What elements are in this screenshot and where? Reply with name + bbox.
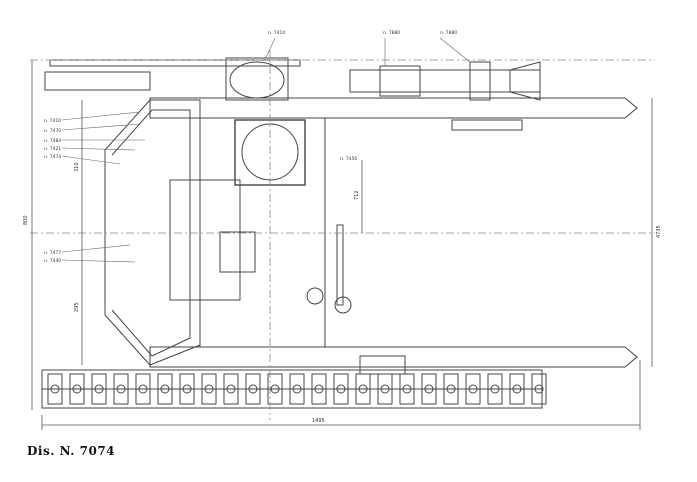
wheel-box-1 [359, 355, 406, 375]
track-pin [490, 384, 500, 394]
track-pad [267, 373, 283, 405]
track-pin [50, 384, 60, 394]
track-pad [47, 373, 63, 405]
track-pad [509, 373, 525, 405]
panel-mid [169, 179, 241, 301]
track-pin [292, 384, 302, 394]
wheel-small [306, 287, 324, 305]
callout-left-1: n. 7410 [44, 118, 61, 124]
dim-lower-offset: 295 [74, 302, 80, 312]
callout-left-2: n. 7470 [44, 128, 61, 134]
shaft-rod [336, 224, 344, 306]
track-pad [135, 373, 151, 405]
track-pad [157, 373, 173, 405]
bracket [451, 119, 523, 131]
track-pin [534, 384, 544, 394]
track-pin [204, 384, 214, 394]
dim-right-height: 4735 [656, 225, 662, 238]
track-pad [421, 373, 437, 405]
track-pin [402, 384, 412, 394]
track-pin [424, 384, 434, 394]
hull-inner [111, 109, 191, 357]
track-pad [487, 373, 503, 405]
track-pad [201, 373, 217, 405]
boom-upper [149, 97, 638, 119]
dim-overall-height: 800 [23, 215, 29, 225]
callout-left-4: n. 7421 [44, 146, 61, 152]
track-pin [248, 384, 258, 394]
track-pin [138, 384, 148, 394]
track-pin [512, 384, 522, 394]
gearbox [219, 231, 256, 273]
callout-left-7: n. 7440 [44, 258, 61, 264]
track-pin [468, 384, 478, 394]
track-pad [223, 373, 239, 405]
top-drum-ellipse [229, 61, 285, 99]
track-pad [465, 373, 481, 405]
callout-left-6: n. 7477 [44, 250, 61, 256]
track-pin [72, 384, 82, 394]
boom-lower [149, 346, 638, 368]
callout-top-right: n. 7880 [440, 30, 457, 36]
track-pad [69, 373, 85, 405]
top-arm [44, 71, 151, 91]
track-pin [358, 384, 368, 394]
callout-top-left: n. 7414 [268, 30, 285, 36]
track-pad [289, 373, 305, 405]
callout-top-mid: n. 7880 [383, 30, 400, 36]
mech-housing [379, 65, 421, 97]
top-drum [225, 57, 289, 101]
track-pin [160, 384, 170, 394]
track-pad [377, 373, 393, 405]
callout-center: n. 7456 [340, 156, 357, 162]
track-pin [380, 384, 390, 394]
callout-left-5: n. 7474 [44, 154, 61, 160]
track-pin [226, 384, 236, 394]
rail-upper-left [49, 59, 301, 67]
mech-end [469, 61, 491, 101]
dim-upper-offset: 310 [74, 162, 80, 172]
body-frame [199, 117, 326, 348]
track-pad [113, 373, 129, 405]
track-pin [116, 384, 126, 394]
callout-left-3: n. 7484 [44, 138, 61, 144]
track-pad [245, 373, 261, 405]
track-pad [531, 373, 547, 405]
track-pin [446, 384, 456, 394]
track-pin [336, 384, 346, 394]
track-pin [94, 384, 104, 394]
track-pin [270, 384, 280, 394]
dim-bottom-width: 1495 [312, 418, 325, 424]
track-pad [333, 373, 349, 405]
track-pad [399, 373, 415, 405]
track-pin [182, 384, 192, 394]
dim-inner-height: 712 [354, 190, 360, 200]
track-pad [311, 373, 327, 405]
drawing-caption: Dis. N. 7074 [27, 444, 116, 458]
mech-fork [509, 61, 541, 101]
track-pad [355, 373, 371, 405]
track-pad [443, 373, 459, 405]
track-pad [179, 373, 195, 405]
mech-right [349, 69, 541, 93]
track-pin [314, 384, 324, 394]
track-pad [91, 373, 107, 405]
